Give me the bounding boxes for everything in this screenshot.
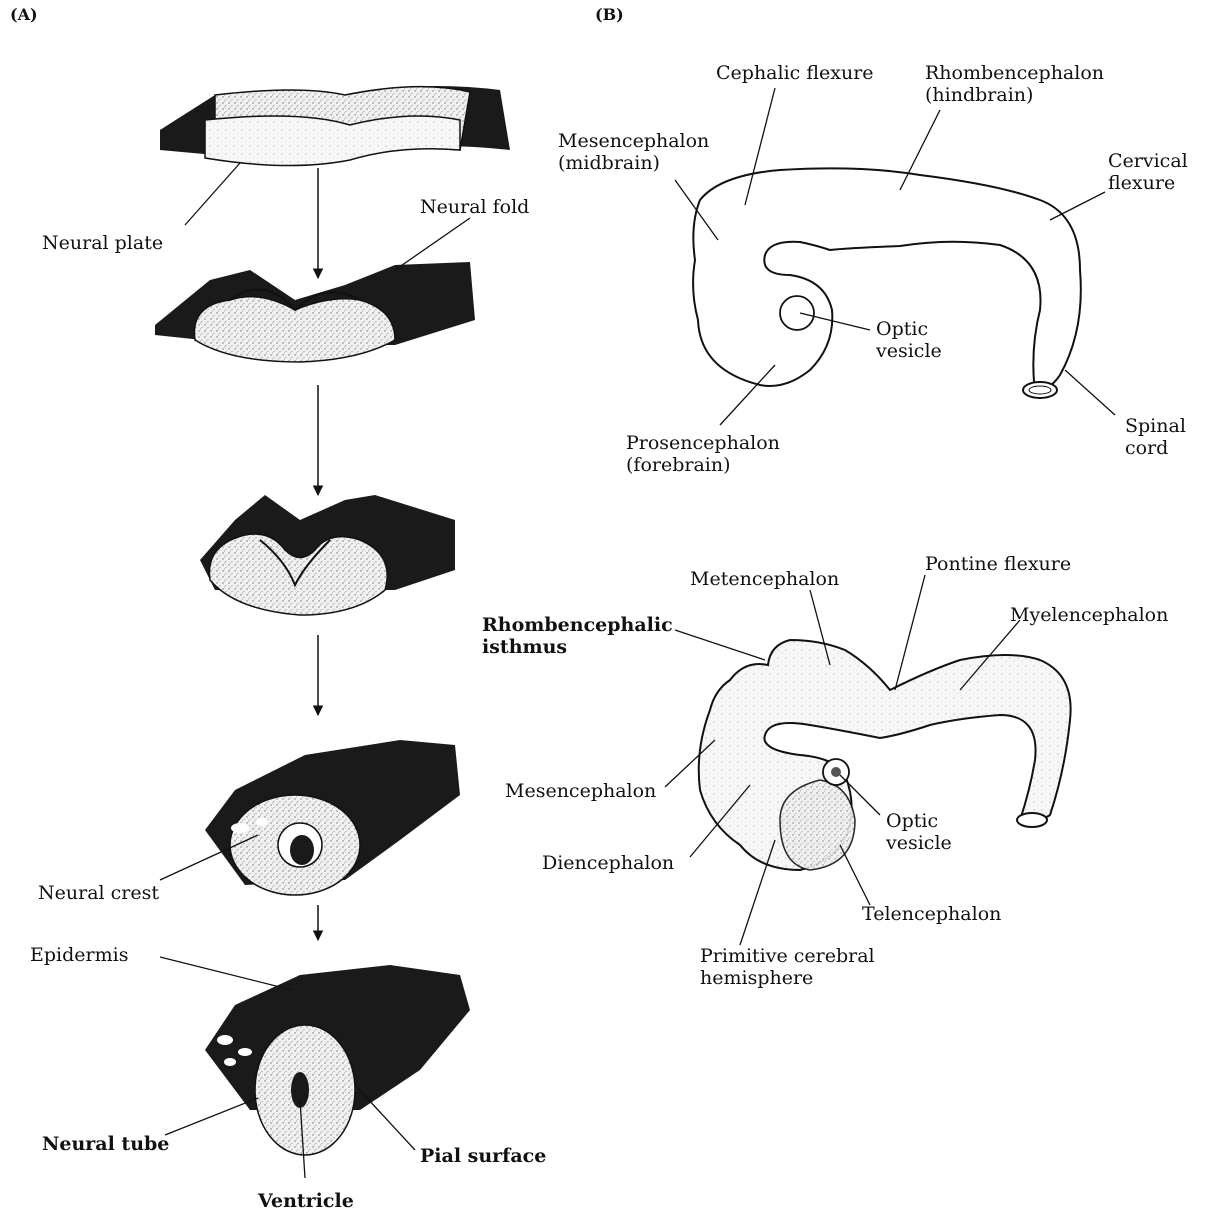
label-neural-plate: Neural plate [42,232,163,254]
label-cervical-flexure: Cervical flexure [1108,150,1188,194]
label-ventricle: Ventricle [258,1190,354,1212]
label-metencephalon: Metencephalon [690,568,839,590]
label-neural-crest: Neural crest [38,882,159,904]
label-pial-surface: Pial surface [420,1145,546,1167]
label-cephalic-flexure: Cephalic flexure [716,62,874,84]
panel-label-a: (A) [10,5,38,24]
label-neural-tube: Neural tube [42,1133,169,1155]
label-neural-fold: Neural fold [420,196,529,218]
label-rhombencephalic-isthmus: Rhombencephalic isthmus [482,614,673,658]
label-primitive-cerebral-hemisphere: Primitive cerebral hemisphere [700,945,875,989]
label-optic-vesicle-upper: Optic vesicle [876,318,942,362]
panel-label-b: (B) [595,5,624,24]
label-diencephalon: Diencephalon [542,852,674,874]
label-telencephalon: Telencephalon [862,903,1001,925]
label-rhombencephalon: Rhombencephalon (hindbrain) [925,62,1104,106]
label-spinal-cord: Spinal cord [1125,415,1186,459]
brain-five-vesicle-outline [699,640,1071,870]
stage2-neural-fold-drawing [155,262,475,362]
label-mesencephalon-midbrain: Mesencephalon (midbrain) [558,130,709,174]
stage1-neural-plate-drawing [160,86,510,166]
brain-three-vesicle-outline [693,168,1081,398]
stage3-folding-drawing [200,495,455,615]
label-prosencephalon: Prosencephalon (forebrain) [626,432,780,476]
label-myelencephalon: Myelencephalon [1010,604,1168,626]
label-epidermis: Epidermis [30,944,128,966]
stage4-neural-crest-drawing [205,740,460,895]
label-mesencephalon-lower: Mesencephalon [505,780,656,802]
label-pontine-flexure: Pontine flexure [925,553,1071,575]
stage5-neural-tube-drawing [205,965,470,1155]
label-optic-vesicle-lower: Optic vesicle [886,810,952,854]
